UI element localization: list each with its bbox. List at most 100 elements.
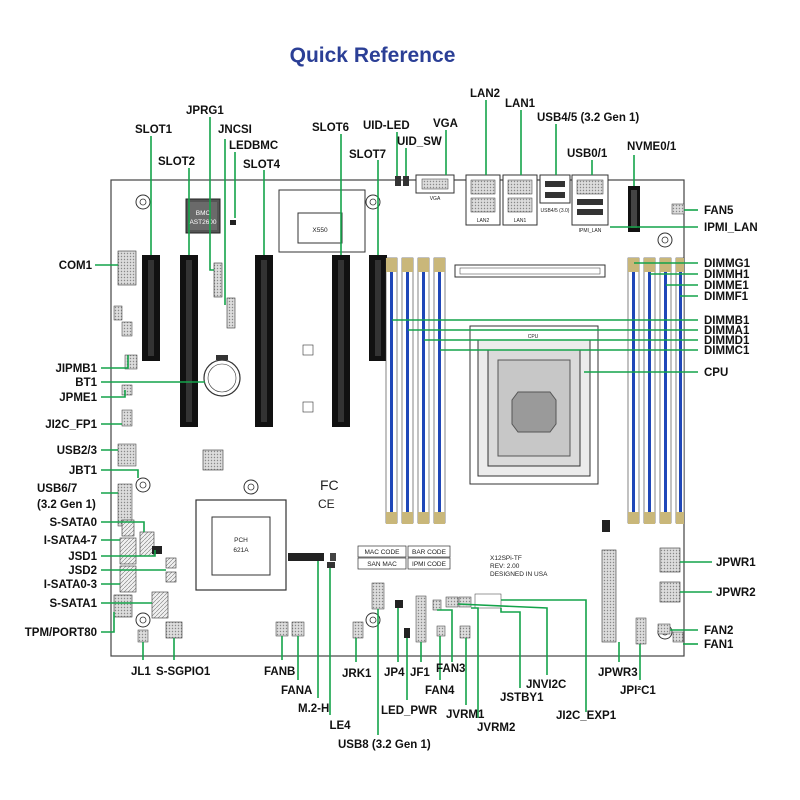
bmc-chip: BMC AST2600: [185, 198, 221, 234]
callout-jpme1: JPME1: [59, 392, 97, 404]
callout-jstby1: JSTBY1: [500, 692, 544, 704]
x550-chip: X550: [278, 189, 366, 253]
fcc-mark: FC: [320, 477, 339, 493]
callout-usb45: USB4/5 (3.2 Gen 1): [537, 112, 639, 124]
nvme-connector: [628, 186, 640, 232]
ce-mark: CE: [318, 497, 335, 511]
slot6-connector: [332, 255, 350, 427]
callout-vga: VGA: [433, 118, 458, 130]
usb01-board-text: IPMI_LAN: [579, 228, 602, 234]
dimm-slot: [433, 257, 446, 524]
callout-lan1: LAN1: [505, 98, 536, 110]
mounting-hole: [135, 194, 151, 210]
callout-le4: LE4: [329, 720, 351, 732]
mounting-hole: [365, 194, 381, 210]
callout-usb67: USB6/7: [37, 483, 77, 495]
callout-dimmc1: DIMMC1: [704, 345, 750, 357]
callout-ssgpio1: S-SGPIO1: [156, 666, 211, 678]
callout-ipmi-lan: IPMI_LAN: [704, 222, 758, 234]
callout-dimmh1: DIMMH1: [704, 269, 750, 281]
callout-dimmd1: DIMMD1: [704, 335, 750, 347]
callout-jsd1: JSD1: [68, 551, 97, 563]
ledbmc-led: [230, 220, 236, 225]
callout-jrk1: JRK1: [342, 668, 372, 680]
mounting-hole: [365, 612, 381, 628]
lan2-board-text: LAN2: [477, 218, 490, 224]
callout-ji2c-fp1: JI2C_FP1: [45, 419, 97, 431]
pcie-slots: [142, 255, 387, 427]
callout-lan2: LAN2: [470, 88, 500, 100]
callout-fan1: FAN1: [704, 639, 734, 651]
usb45-connector: USB4/5 (3.0): [539, 174, 571, 214]
callout-usb67-gen: (3.2 Gen 1): [37, 499, 96, 511]
designed-text: DESIGNED IN USA: [490, 571, 548, 578]
callout-ledbmc: LEDBMC: [229, 140, 278, 152]
page-title: Quick Reference: [289, 44, 456, 67]
label-boxes: MAC CODE BAR CODE SAN MAC IPMI CODE: [357, 545, 451, 570]
pch-text: PCH: [234, 537, 248, 544]
fan5-header: [671, 203, 685, 215]
callout-slot7: SLOT7: [349, 149, 386, 161]
leader-jipmb1: [101, 355, 129, 369]
callout-dimma1: DIMMA1: [704, 325, 750, 337]
dimm-slot: [417, 257, 430, 524]
callout-fan3: FAN3: [436, 663, 465, 675]
leader-jnvi2c: [457, 603, 548, 675]
dimm-slot: [401, 257, 414, 524]
dimm-slot: [675, 257, 685, 524]
callout-isata03: I-SATA0-3: [44, 579, 97, 591]
mounting-hole: [135, 612, 151, 628]
san-mac-text: SAN MAC: [367, 561, 397, 568]
lan2-connector: LAN2: [465, 174, 501, 226]
model-text: X12SPi-TF: [490, 555, 522, 562]
upper-connector: [454, 264, 606, 278]
callout-ssata0: S-SATA0: [50, 517, 98, 529]
vga-connector: VGA: [415, 174, 455, 202]
leader-jvrm2: [471, 607, 479, 718]
leader-jpme1: [101, 390, 126, 398]
callout-dimmf1: DIMMF1: [704, 291, 749, 303]
callout-jbt1: JBT1: [69, 465, 98, 477]
callout-uid-sw: UID_SW: [397, 136, 442, 148]
uid-led-switch: [395, 176, 409, 186]
callout-slot4: SLOT4: [243, 159, 281, 171]
callout-fan2: FAN2: [704, 625, 733, 637]
pch-model-text: 621A: [233, 547, 249, 554]
callout-jpwr1: JPWR1: [716, 557, 756, 569]
callout-slot1: SLOT1: [135, 124, 173, 136]
bottom-headers: [137, 520, 684, 645]
dimm-slot: [643, 257, 656, 524]
callout-jpwr2: JPWR2: [716, 587, 756, 599]
callout-usb23: USB2/3: [57, 445, 97, 457]
com1-header: [117, 250, 137, 286]
callout-jl1: JL1: [131, 666, 151, 678]
callout-led-pwr: LED_PWR: [381, 705, 438, 717]
callout-jipmb1: JIPMB1: [55, 363, 97, 375]
vga-board-text: VGA: [430, 196, 441, 202]
callout-jvrm2: JVRM2: [477, 722, 515, 734]
callout-jncsi: JNCSI: [218, 124, 252, 136]
callout-fan5: FAN5: [704, 205, 734, 217]
cpu-text: CPU: [528, 334, 539, 340]
callout-cpu: CPU: [704, 367, 728, 379]
callout-slot2: SLOT2: [158, 156, 195, 168]
callout-fana: FANA: [281, 685, 312, 697]
slot4-connector: [255, 255, 273, 427]
slot2-connector: [180, 255, 198, 427]
leader-tpm: [101, 612, 115, 633]
leader-fan3: [437, 609, 453, 662]
mac-code-text: MAC CODE: [364, 549, 400, 556]
callout-isata47: I-SATA4-7: [44, 535, 97, 547]
dimm-bank-left: [385, 257, 446, 524]
callout-fan4: FAN4: [425, 685, 455, 697]
callout-ssata1: S-SATA1: [50, 598, 98, 610]
callout-dimme1: DIMME1: [704, 280, 749, 292]
callout-jnvi2c: JNVI2C: [526, 679, 566, 691]
x550-text: X550: [312, 227, 328, 234]
callout-uid-led: UID-LED: [363, 120, 410, 132]
bmc-text: BMC: [196, 210, 211, 217]
callout-jpwr3: JPWR3: [598, 667, 638, 679]
mounting-hole: [135, 477, 151, 493]
callout-slot6: SLOT6: [312, 122, 349, 134]
